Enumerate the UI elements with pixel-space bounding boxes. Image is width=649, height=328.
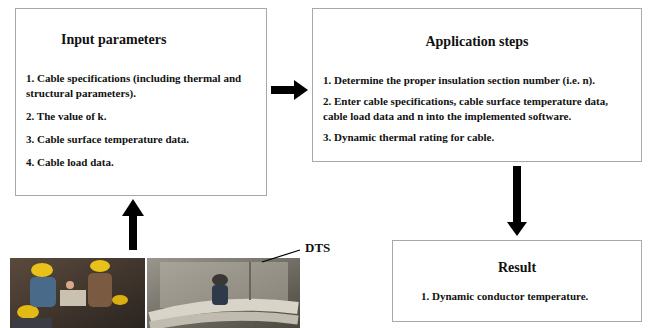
list-item: 4. Cable load data. xyxy=(26,155,256,170)
tunnel-photo xyxy=(147,258,300,328)
workers-photo xyxy=(10,258,145,328)
item-list: 1. Determine the proper insulation secti… xyxy=(313,51,641,155)
steps-box: Application steps 1. Determine the proper… xyxy=(312,8,642,162)
flow-arrow xyxy=(507,166,527,236)
up-arrow xyxy=(122,199,144,250)
device-label: DTS xyxy=(303,240,332,256)
input-box: Input parameters 1. Cable specifications … xyxy=(15,8,267,196)
list-item: 3. Dynamic thermal rating for cable. xyxy=(323,130,631,145)
result-box: Result 1. Dynamic conductor temperature. xyxy=(392,240,642,322)
list-item: 1. Dynamic conductor temperature. xyxy=(421,289,631,304)
box-heading: Application steps xyxy=(313,9,641,51)
list-item: 3. Cable surface temperature data. xyxy=(26,132,256,147)
box-heading: Result xyxy=(393,241,641,277)
leader-line xyxy=(262,250,300,262)
list-item: 2. Enter cable specifications, cable sur… xyxy=(323,94,631,124)
item-list: 1. Cable specifications (including therm… xyxy=(16,49,266,180)
item-list: 1. Dynamic conductor temperature. xyxy=(393,277,641,314)
list-item: 1. Cable specifications (including therm… xyxy=(26,71,256,101)
list-item: 2. The value of k. xyxy=(26,109,256,124)
box-heading: Input parameters xyxy=(16,9,266,49)
flow-arrow xyxy=(271,80,308,100)
list-item: 1. Determine the proper insulation secti… xyxy=(323,73,631,88)
